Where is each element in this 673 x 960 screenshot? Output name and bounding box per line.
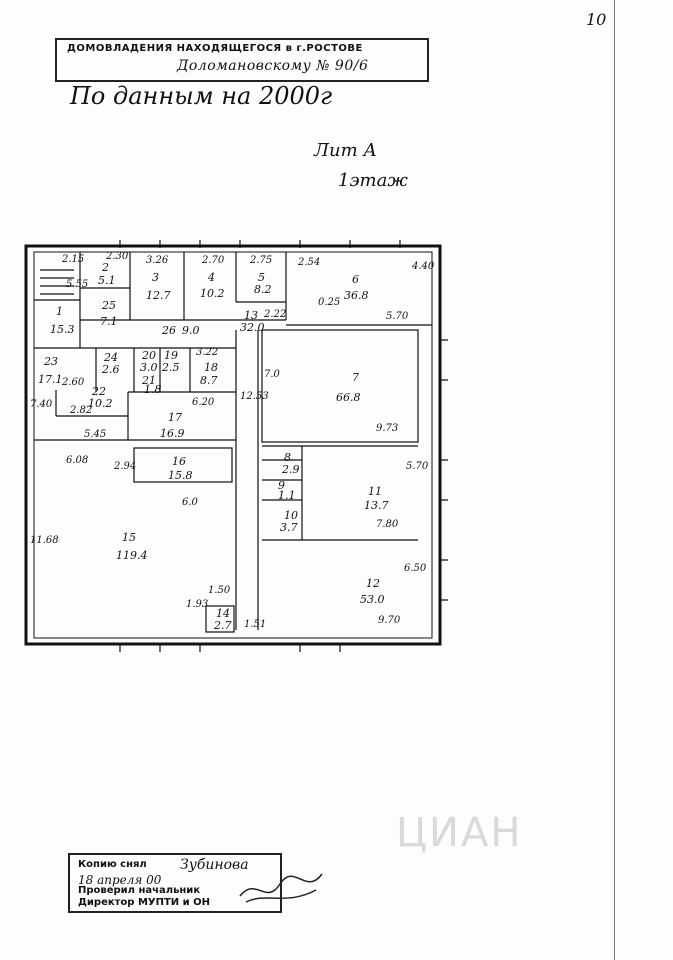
dimension-label: 2.15 (62, 255, 84, 265)
room-number: 6 (352, 274, 359, 285)
room-number: 25 (102, 300, 116, 311)
room-number: 8 (284, 452, 291, 463)
dimension-label: 2.30 (106, 252, 128, 262)
room-area: 3.0 (140, 362, 158, 373)
room-area: 119.4 (116, 550, 148, 561)
room-number: 5 (258, 272, 265, 283)
dimension-label: 1.50 (208, 586, 230, 596)
dimension-label: 2.94 (114, 462, 136, 472)
room-number: 12 (366, 578, 380, 589)
dimension-label: 2.75 (250, 256, 272, 266)
room-area: 16.9 (160, 428, 185, 439)
dimension-label: 5.55 (66, 280, 88, 290)
room-number: 18 (204, 362, 218, 373)
room-area: 53.0 (360, 594, 385, 605)
dimension-label: 6.0 (182, 498, 198, 508)
room-area: 3.7 (280, 522, 298, 533)
room-area: 66.8 (336, 392, 361, 403)
room-number: 14 (216, 608, 230, 619)
room-number: 16 (172, 456, 186, 467)
dimension-label: 7.40 (30, 400, 52, 410)
room-number: 10 (284, 510, 298, 521)
room-number: 1 (56, 306, 63, 317)
room-area: 8.7 (200, 375, 218, 386)
dimension-label: 12.53 (240, 392, 269, 402)
footer-stamp-director: Директор МУПТИ и ОН (78, 897, 210, 908)
dimension-label: 4.40 (412, 262, 434, 272)
dimension-label: 6.50 (404, 564, 426, 574)
room-number: 20 (142, 350, 156, 361)
room-number: 3 (152, 272, 159, 283)
room-area: 15.3 (50, 324, 75, 335)
room-number: 11 (368, 486, 382, 497)
room-area: 17.1 (38, 374, 63, 385)
room-area: 2.5 (162, 362, 180, 373)
dimension-label: 1.93 (186, 600, 208, 610)
room-area: 36.8 (344, 290, 369, 301)
room-number: 2 (102, 262, 109, 273)
dimension-label: 5.70 (406, 462, 428, 472)
room-area: 1.1 (278, 490, 296, 501)
room-area: 13.7 (364, 500, 389, 511)
room-area: 7.1 (100, 316, 118, 327)
room-area: 8.2 (254, 284, 272, 295)
room-number: 13 (244, 310, 258, 321)
room-number: 26 (162, 325, 176, 336)
room-area: 10.2 (200, 288, 225, 299)
room-area: 15.8 (168, 470, 193, 481)
dimension-label: 7.0 (264, 370, 280, 380)
dimension-label: 3.22 (196, 348, 218, 358)
dimension-label: 0.25 (318, 298, 340, 308)
room-area: 2.9 (282, 464, 300, 475)
room-area: 5.1 (98, 275, 116, 286)
room-number: 7 (352, 372, 359, 383)
dimension-label: 9.73 (376, 424, 398, 434)
footer-stamp-copy-label: Копию снял (78, 859, 147, 870)
room-number: 15 (122, 532, 136, 543)
dimension-label: 2.70 (202, 256, 224, 266)
room-number: 22 (92, 386, 106, 397)
footer-stamp-checked: Проверил начальник (78, 885, 200, 896)
room-number: 17 (168, 412, 182, 423)
room-area: 9.0 (182, 325, 200, 336)
dimension-label: 5.45 (84, 430, 106, 440)
dimension-label: 3.26 (146, 256, 168, 266)
dimension-label: 2.60 (62, 378, 84, 388)
dimension-label: 11.68 (30, 536, 59, 546)
dimension-label: 5.70 (386, 312, 408, 322)
room-area: 2.7 (214, 620, 232, 631)
room-area: 2.6 (102, 364, 120, 375)
signature-mark (236, 866, 326, 910)
room-area: 32.0 (240, 322, 265, 333)
dimension-label: 9.70 (378, 616, 400, 626)
dimension-label: 1.51 (244, 620, 266, 630)
dimension-label: 7.80 (376, 520, 398, 530)
room-number: 23 (44, 356, 58, 367)
room-number: 24 (104, 352, 118, 363)
dimension-label: 6.20 (192, 398, 214, 408)
dimension-label: 2.22 (264, 310, 286, 320)
watermark: ЦИАН (396, 810, 522, 856)
room-area: 1.8 (144, 384, 162, 395)
dimension-label: 2.54 (298, 258, 320, 268)
room-number: 19 (164, 350, 178, 361)
room-area: 12.7 (146, 290, 171, 301)
dimension-label: 2.82 (70, 406, 92, 416)
dimension-label: 6.08 (66, 456, 88, 466)
room-number: 4 (208, 272, 215, 283)
